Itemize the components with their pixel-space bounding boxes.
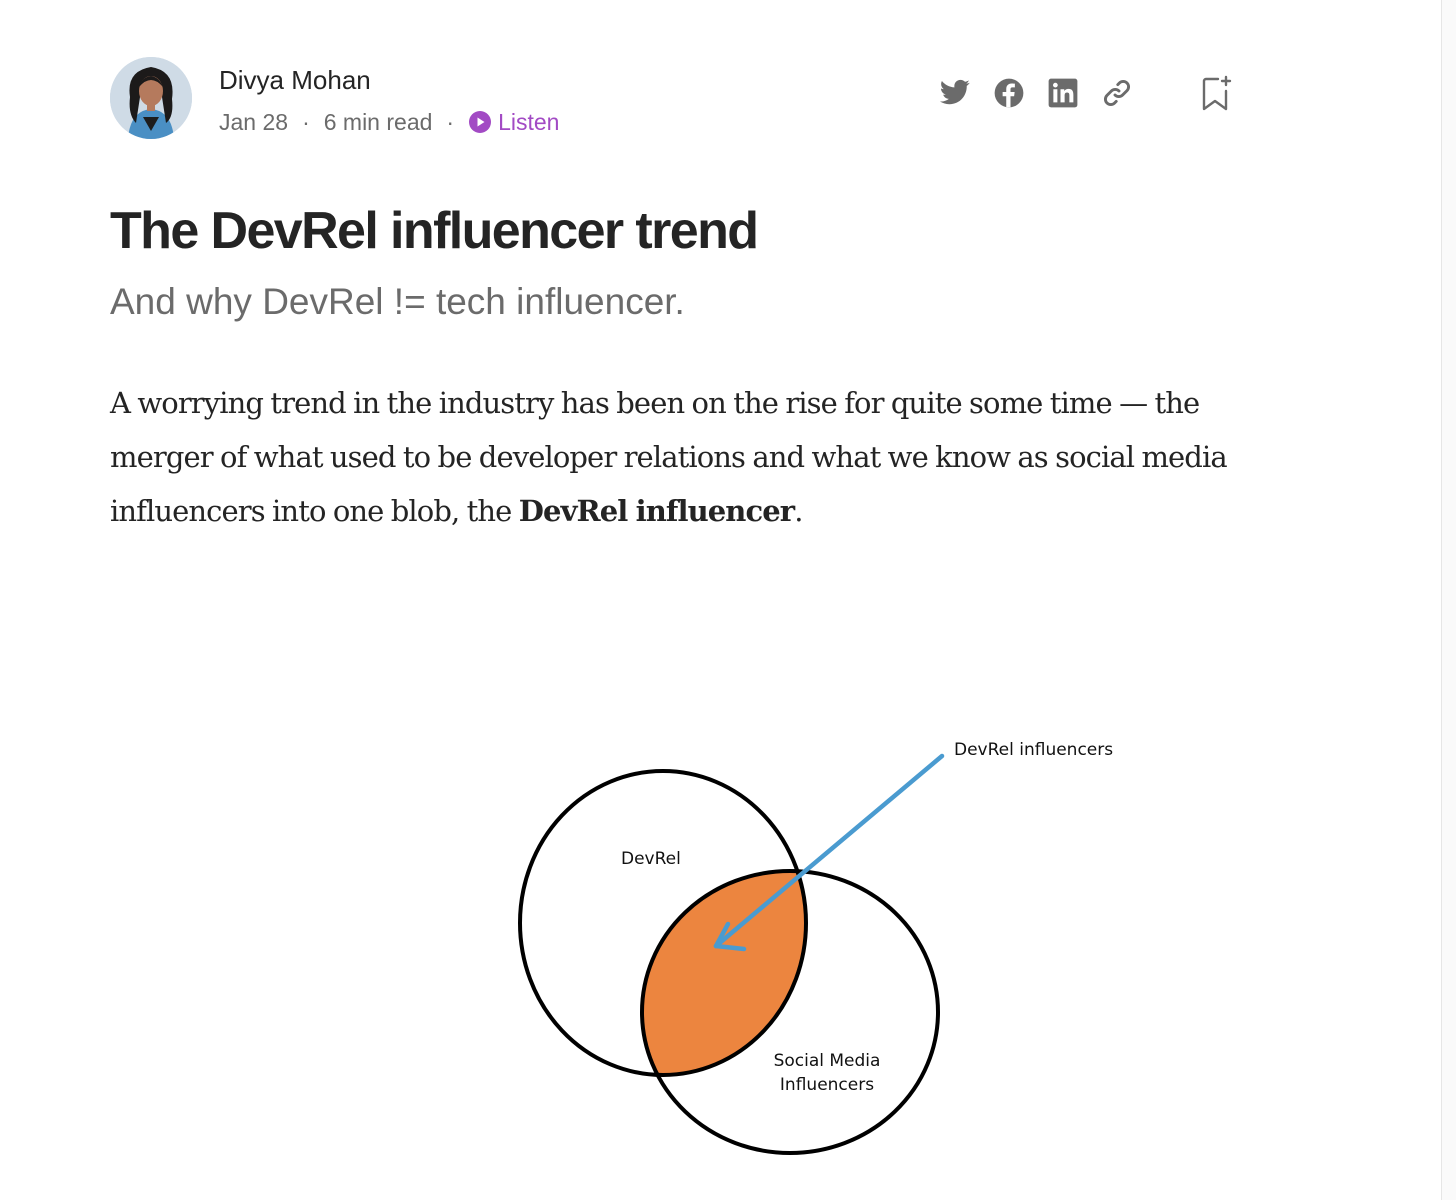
venn-diagram: DevRel Social Media Influencers DevRel i… [518,740,1113,1155]
paragraph-end: . [794,494,803,528]
article-subtitle: And why DevRel != tech influencer. [110,281,685,322]
listen-button[interactable]: Listen [468,107,559,137]
author-avatar[interactable] [110,57,192,139]
venn-diagram-figure[interactable]: DevRel Social Media Influencers DevRel i… [480,720,1140,1180]
paragraph-emphasis: DevRel influencer [518,494,795,528]
facebook-icon[interactable] [992,76,1026,110]
arrow-pointer [713,753,945,952]
author-name[interactable]: Divya Mohan [219,65,371,95]
linkedin-icon[interactable] [1046,76,1080,110]
devrel-circle [518,769,808,1077]
avatar-portrait-icon [110,57,192,139]
meta-separator: · [446,109,455,135]
publish-date: Jan 28 [219,109,289,135]
devrel-label: DevRel [621,849,681,869]
social-media-circle [640,869,940,1155]
article-title: The DevRel influencer trend [110,202,759,260]
social-media-label-line1: Social Media [774,1051,881,1071]
article-paragraph: A worrying trend in the industry has bee… [110,376,1250,538]
listen-label: Listen [498,109,560,135]
article-meta: Jan 28 · 6 min read · Listen [219,107,559,137]
play-icon [469,111,492,133]
social-media-label-line2: Influencers [780,1075,874,1095]
twitter-icon[interactable] [938,76,972,110]
meta-separator: · [302,109,310,135]
share-toolbar [938,75,1154,111]
link-icon[interactable] [1100,76,1134,110]
bookmark-add-icon[interactable] [1198,73,1234,113]
paragraph-text: A worrying trend in the industry has bee… [110,386,1228,528]
read-time: 6 min read [323,109,433,135]
devrel-influencers-label: DevRel influencers [954,740,1113,760]
scrollbar-track[interactable] [1441,0,1456,1200]
author-header: Divya Mohan Jan 28 · 6 min read · Listen [110,57,1245,141]
